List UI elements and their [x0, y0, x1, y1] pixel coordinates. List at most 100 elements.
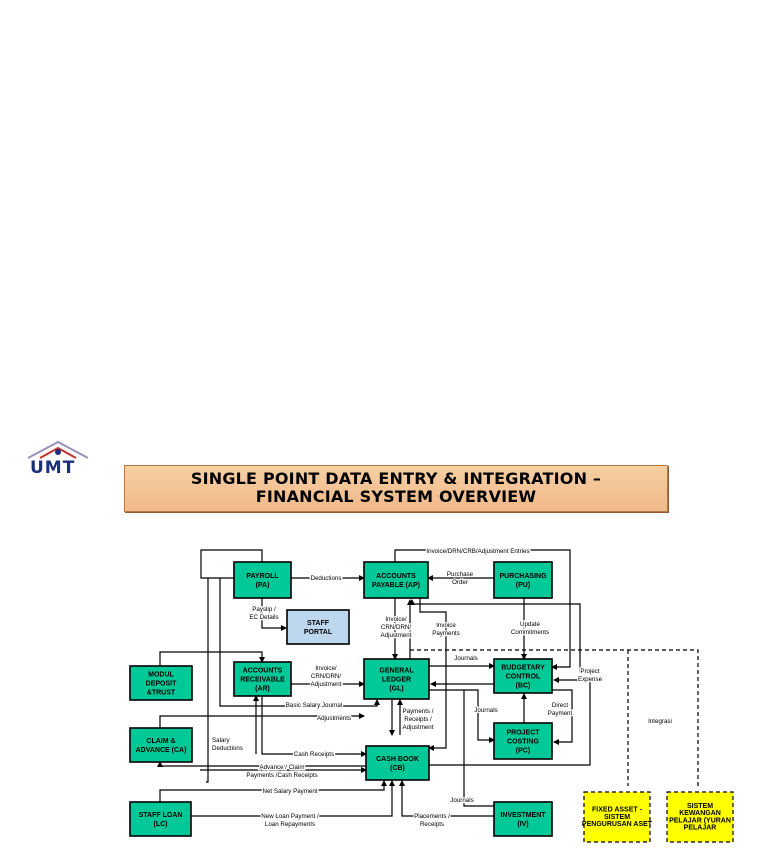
node-label-pc: (PC) [516, 747, 530, 754]
node-label-loan: (LC) [154, 821, 168, 828]
edge-label-invoice-crn: CRN/DRN/ [381, 624, 412, 631]
edge-label-advance-claim: Payments /Cash Receipts [246, 772, 317, 779]
edge-label-payments-receipts: Receipts / [404, 716, 432, 723]
node-label-pc: COSTING [507, 738, 539, 745]
edge-label-payslip: Payslip / [252, 606, 276, 613]
node-box-investment [493, 801, 553, 837]
node-box-payroll [233, 561, 292, 599]
edge-label-update-commitments: Update [520, 621, 541, 628]
node-label-sistem: PELAJAR (YURAN [669, 817, 731, 824]
node-pc: PROJECT COSTING (PC) [493, 722, 553, 760]
edge-label-purchase-order: Purchase [447, 571, 474, 578]
node-purchasing: PURCHASING (PU) [493, 561, 553, 599]
logo-text: UMT [30, 458, 76, 478]
edge-label-placements: Placements / [414, 813, 450, 820]
edge-label-invoice-crn: Invoice/ [385, 616, 407, 623]
edge-label-placements: Receipts [420, 821, 444, 828]
node-box-ap [363, 561, 429, 599]
edge-label-new-loan: Loan Repayments [265, 821, 315, 828]
edge-label-invoice-payments: Payments [432, 630, 460, 637]
edge-label-project-expense: Expense [578, 676, 603, 683]
node-label-fixedasset: SISTEM [604, 814, 630, 821]
node-box-pc [493, 722, 553, 760]
node-label-investment: INVESTMENT [500, 812, 546, 819]
edge-label-journals-mid: Journals [474, 707, 497, 714]
edge-label-journals-top: Journals [454, 655, 477, 662]
edge-label-basic-salary: Basic Salary Journal [286, 702, 342, 709]
node-label-purchasing: (PU) [516, 582, 530, 589]
node-bc: BUDGETARY CONTROL (BC) [493, 658, 553, 694]
node-label-gl: LEDGER [382, 676, 411, 683]
node-label-gl: GENERAL [379, 667, 414, 674]
node-label-modul: DEPOSIT [146, 680, 177, 687]
edge-label-direct-payment: Direct [552, 702, 568, 709]
edge-label-journals-bottom: Journals [450, 797, 473, 804]
node-label-portal: PORTAL [304, 629, 333, 636]
logo-emblem-icon [27, 440, 89, 459]
node-label-portal: STAFF [307, 620, 330, 627]
node-label-bc: BUDGETARY [501, 664, 545, 671]
edge-label-salary-deductions: Deductions [212, 745, 243, 752]
edge-label-invoice-payments: Invoice [436, 622, 456, 629]
node-box-loan [129, 801, 192, 837]
node-box-gl [363, 658, 430, 700]
node-label-fixedasset: PENGURUSAN ASET [582, 821, 653, 828]
edge-label-invoice-crn-ar: Invoice/ [315, 665, 337, 672]
edge-label-payments-receipts: Adjustment [403, 724, 434, 731]
edge-label-adjustments: Adjustments [317, 715, 351, 722]
node-label-pc: PROJECT [506, 729, 540, 736]
node-label-purchasing: PURCHASING [499, 573, 547, 580]
title-banner: SINGLE POINT DATA ENTRY & INTEGRATION – … [124, 465, 668, 512]
node-box-ar [233, 661, 292, 697]
node-box-sistem [666, 791, 734, 843]
node-label-ar: ACCOUNTS [243, 667, 283, 674]
node-label-ap: ACCOUNTS [376, 573, 416, 580]
edge-label-project-expense: Project [580, 668, 600, 675]
edge-label-salary-deductions: Salary [212, 737, 230, 744]
node-loan: STAFF LOAN (LC) [129, 801, 192, 837]
node-box-purchasing [493, 561, 553, 599]
node-label-cashbook: CASH BOOK [376, 756, 419, 763]
node-box-modul [129, 665, 193, 701]
title-line-1: SINGLE POINT DATA ENTRY & INTEGRATION – [190, 469, 602, 488]
edge-label-payslip: EC Details [249, 614, 278, 621]
edge-label-purchase-order: Order [452, 579, 468, 586]
edge-label-update-commitments: Commitments [511, 629, 549, 636]
node-cashbook: CASH BOOK(CB) [365, 745, 430, 781]
edge-label-deductions: Deductions [311, 575, 342, 582]
node-label-ar: (AR) [255, 685, 270, 692]
edge-label-new-loan: New Loan Payment / [261, 813, 319, 820]
edge-label-invoice-crn-ar: CRN/DRN/ [311, 673, 342, 680]
node-claim: CLAIM &ADVANCE (CA) [129, 727, 193, 763]
node-label-sistem: SISTEM [687, 803, 713, 810]
node-label-fixedasset: FIXED ASSET - [592, 807, 643, 814]
node-label-modul: MODUL [148, 671, 174, 678]
edge-label-direct-payment: Payment [548, 710, 573, 717]
node-box-portal [286, 609, 350, 645]
node-investment: INVESTMENT(IV) [493, 801, 553, 837]
connector-lines [157, 549, 699, 817]
node-box-bc [493, 658, 553, 694]
node-portal: STAFF PORTAL [286, 609, 350, 645]
edge-label-advance-claim: Advance / Claim [259, 764, 304, 771]
node-label-bc: (BC) [516, 682, 531, 689]
node-payroll: PAYROLL(PA) [233, 561, 292, 599]
node-box-claim [129, 727, 193, 763]
node-label-loan: STAFF LOAN [139, 812, 183, 819]
node-label-ap: PAYABLE (AP) [372, 582, 420, 589]
node-label-bc: CONTROL [506, 673, 541, 680]
node-label-sistem: KEWANGAN [679, 810, 721, 817]
edge-label-cash-receipts: Cash Receipts [294, 751, 334, 758]
node-ap: ACCOUNTS PAYABLE (AP) [363, 561, 429, 599]
edge-label-payments-receipts: Payments / [403, 708, 434, 715]
umt-logo [18, 440, 98, 480]
edge-label-net-salary: Net Salary Payment [262, 788, 317, 795]
node-label-payroll: PAYROLL [246, 573, 279, 580]
node-box-cashbook [365, 745, 430, 781]
edge-label-invoice-entries: Invoice/DRN/CRB/Adjustment Entries [426, 548, 529, 555]
